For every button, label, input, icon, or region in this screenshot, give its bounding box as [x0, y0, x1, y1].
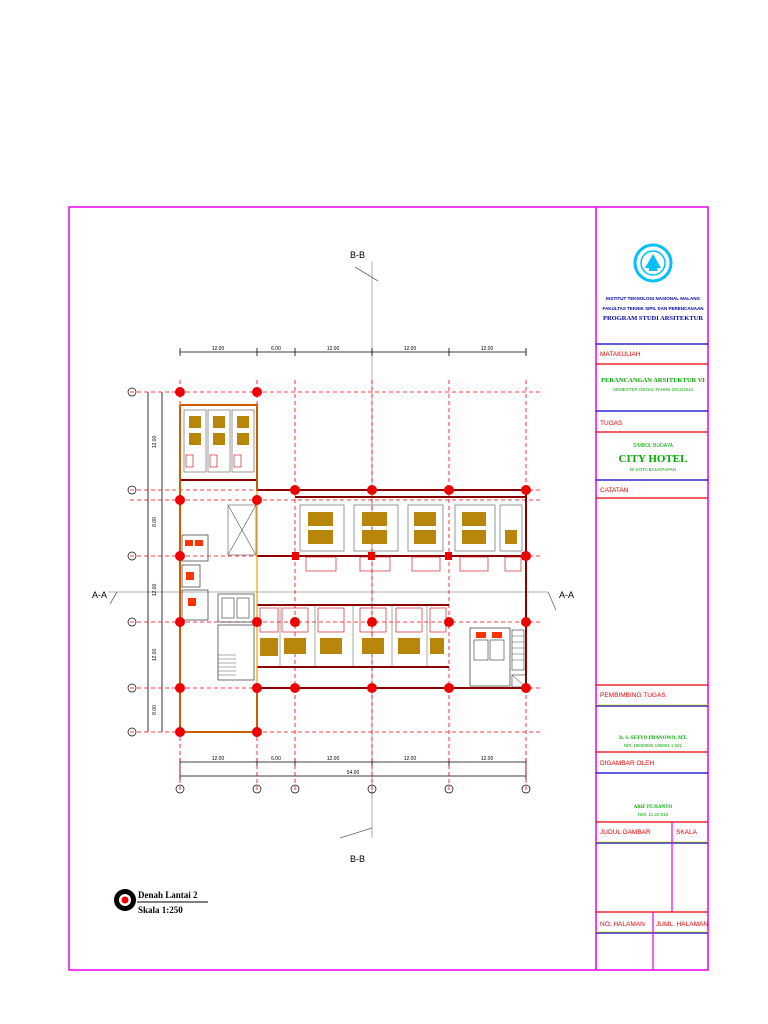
task-title: CITY HOTEL: [619, 453, 688, 465]
section-mark-bottom: [339, 827, 373, 839]
plan-scale: Skala 1:250: [138, 905, 183, 915]
label-course: MATAKULIAH: [600, 351, 641, 358]
label-page-count: JUML. HALAMAN: [656, 921, 708, 928]
course-name: PERANCANGAN ARSITEKTUR VI: [601, 377, 705, 384]
label-drawn-by: DIGAMBAR OLEH: [600, 760, 654, 767]
orange-wing-outline: [179, 404, 258, 733]
dim-bottom-3: 12.00: [327, 756, 340, 762]
plan-title: Denah Lantai 2: [138, 890, 198, 900]
dim-top-5: 12.00: [481, 346, 494, 352]
section-mark-top: [354, 266, 379, 282]
service-core-right: [469, 627, 527, 688]
dim-top-1: 12.00: [212, 346, 225, 352]
drawn-by-nim: NIM. 11.22.010: [638, 812, 669, 817]
section-mark-right: [547, 591, 557, 611]
dim-left-5: 8.00: [152, 705, 158, 715]
label-supervisor: PEMBIMBING TUGAS: [600, 692, 666, 699]
structural-columns: [175, 387, 531, 737]
course-semester: SEMESTER GENAL TAHUN 2013/1914: [613, 387, 693, 392]
drawn-by-name: ARIF PUJIANTO: [634, 805, 673, 810]
grid-bubbles-bottom: [175, 784, 531, 794]
faculty-name: FAKULTAS TEKNIK SIPIL DAN PERENCANAAN: [602, 306, 703, 311]
dim-left-3: 12.00: [152, 584, 158, 597]
institution-name: INSTITUT TEKNOLOGI NASIONAL MALANG: [606, 296, 700, 301]
sheet-border: [68, 206, 709, 971]
plan-title-label: Denah Lantai 2 Skala 1:250: [114, 889, 208, 915]
dim-bottom-4: 12.00: [404, 756, 417, 762]
title-block: INSTITUT TEKNOLOGI NASIONAL MALANG FAKUL…: [596, 243, 708, 970]
rooms-south-row: [259, 605, 447, 667]
lift-void: [227, 504, 257, 556]
supervisor-nip: NIP. 19600000 196001 1 001: [624, 743, 683, 748]
section-label-bottom: B-B: [350, 854, 365, 864]
label-scale: SKALA: [676, 829, 698, 836]
section-label-top: B-B: [350, 250, 365, 260]
program-name: PROGRAM STUDI ARSITEKTUR: [603, 315, 703, 322]
task-location: DI KOTA BALIKPAPAN: [630, 467, 676, 472]
dim-top-4: 12.00: [404, 346, 417, 352]
dim-top-2: 6.00: [271, 346, 281, 352]
task-theme: SIMBOL BUDAYA: [633, 443, 674, 449]
label-drawing-title: JUDUL GAMBAR: [600, 829, 651, 836]
supervisor-name: Ir. S. SETYO PRANOWO, MT.: [619, 736, 688, 741]
label-notes: CATATAN: [600, 487, 629, 494]
section-mark-left: [109, 591, 118, 605]
rooms-north-row: [299, 504, 523, 572]
dim-left-4: 12.00: [152, 649, 158, 662]
dim-left-2: 8.00: [152, 517, 158, 527]
dim-bottom-2: 6.00: [271, 756, 281, 762]
label-page-number: NO. HALAMAN: [600, 921, 645, 928]
institution-logo-icon: [633, 243, 673, 283]
rooms-north-wing: [183, 409, 255, 473]
dim-top-3: 12.00: [327, 346, 340, 352]
dim-bottom-1: 12.00: [212, 756, 225, 762]
dim-bottom-5: 12.00: [481, 756, 494, 762]
section-label-left: A-A: [92, 590, 107, 600]
dim-left-1: 12.00: [152, 436, 158, 449]
dim-total: 54.00: [347, 770, 360, 776]
wall-columns: [292, 552, 529, 626]
section-label-right: A-A: [559, 590, 574, 600]
label-task: TUGAS: [600, 420, 623, 427]
floor-plan: B-B B-B A-A A-A 12.00 6.00 12.00 12.00 1…: [92, 250, 574, 864]
service-core-left: [181, 534, 255, 681]
grid-bubbles-left: [127, 387, 137, 737]
